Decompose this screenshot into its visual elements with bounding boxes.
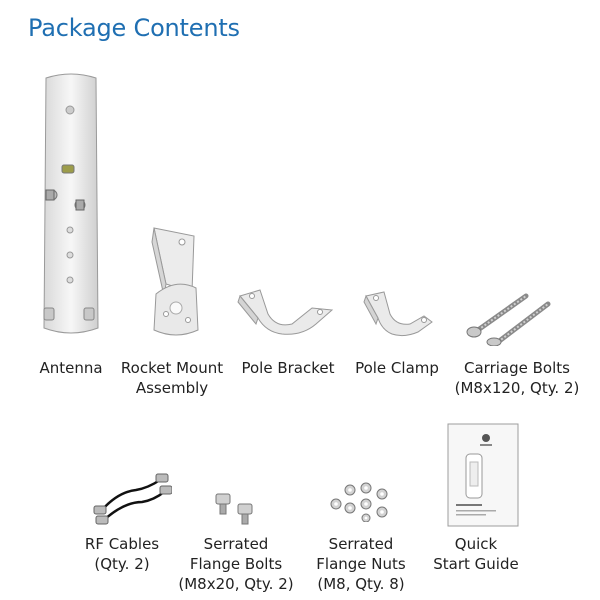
caption-pole-bracket: Pole Bracket [241,359,335,377]
flange-nuts-illustration [330,482,388,522]
caption-pole-clamp: Pole Clamp [355,359,439,377]
rocket-mount-illustration [151,227,199,336]
caption-rf-cables: RF Cables(Qty. 2) [84,535,160,573]
antenna-illustration [43,73,99,334]
pole-bracket-illustration [237,289,334,335]
caption-antenna: Antenna [39,359,103,377]
carriage-bolts-illustration [466,293,551,346]
quick-start-guide-illustration [447,423,519,527]
pole-clamp-illustration [363,291,433,337]
page-title: Package Contents [28,14,240,42]
rf-cables-illustration [93,473,172,525]
flange-bolts-illustration [215,493,253,525]
caption-carriage-bolts: Carriage Bolts(M8x120, Qty. 2) [454,359,580,397]
